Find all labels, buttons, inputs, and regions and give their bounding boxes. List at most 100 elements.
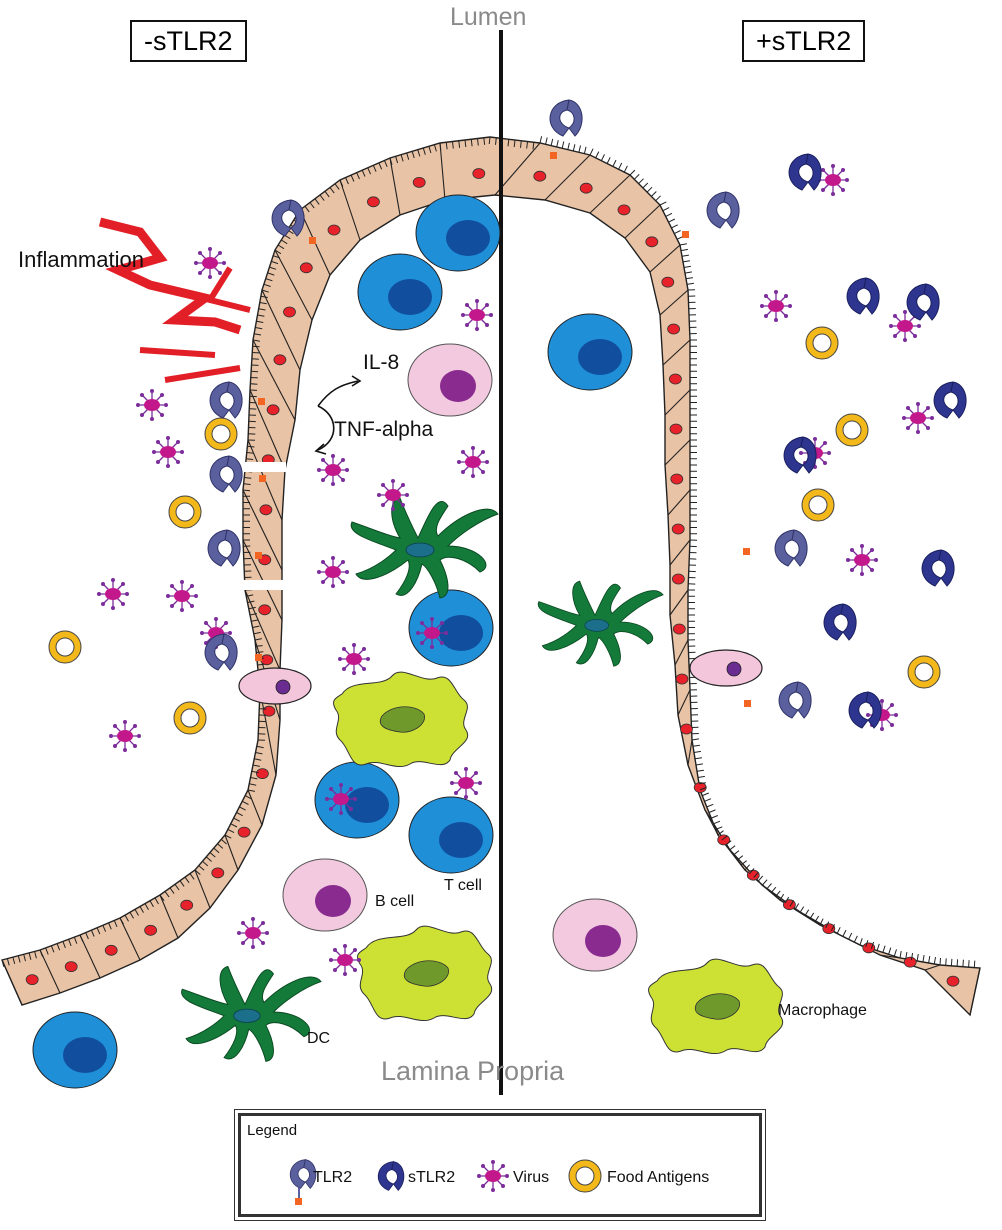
food-antigen — [173, 701, 207, 735]
epithelial-nucleus — [661, 276, 675, 288]
t-cell — [32, 1011, 118, 1089]
goblet-cell — [689, 649, 763, 687]
epithelial-nucleus — [903, 956, 917, 968]
tlr2-anchor — [743, 548, 750, 555]
virus — [328, 943, 362, 977]
virus — [376, 478, 410, 512]
goblet-cell — [238, 667, 312, 705]
epithelial-cell-border — [669, 539, 691, 566]
epithelial-nucleus — [412, 176, 426, 188]
tlr2-anchor — [255, 552, 262, 559]
epithelial-cell-border — [969, 967, 981, 1016]
il8-label: IL-8 — [363, 351, 400, 374]
epithelial-nucleus — [366, 196, 380, 208]
epithelial-cell-border — [247, 789, 263, 826]
legend-label-tlr2: TLR2 — [313, 1169, 353, 1186]
epithelial-cell-border — [649, 244, 681, 273]
stlr2-molecule — [848, 691, 882, 729]
inflammation-bolt — [98, 217, 242, 335]
epithelial-cell-border — [259, 689, 277, 776]
il8-arrow — [317, 380, 359, 407]
epithelial-cell-border — [664, 389, 691, 416]
epithelial-cell-border — [667, 489, 691, 516]
tnf-alpha-label: TNF-alpha — [334, 418, 434, 441]
epithelial-nucleus — [104, 944, 118, 956]
t-cell — [408, 589, 494, 667]
epithelial-nucleus — [64, 961, 78, 972]
stlr2-molecule — [921, 549, 955, 587]
epithelial-nucleus — [262, 705, 276, 717]
food-antigen — [805, 326, 839, 360]
epithelial-cell-border — [664, 439, 691, 466]
b-cell-label: B cell — [375, 893, 415, 910]
epithelial-nucleus — [258, 604, 272, 616]
dendritic-cell — [350, 497, 499, 599]
virus — [316, 453, 350, 487]
epithelial-nucleus — [237, 826, 251, 838]
tlr2-anchor — [255, 654, 262, 661]
epithelial-cell-border — [677, 689, 691, 716]
t-cell — [547, 313, 633, 391]
epithelial-cell-border — [119, 917, 141, 961]
virus — [460, 298, 494, 332]
epithelial-nucleus — [946, 975, 960, 987]
goblet-cell-nucleus — [726, 661, 742, 677]
epithelial-nucleus — [645, 236, 659, 248]
epithelial-cell-border — [879, 954, 901, 959]
food-antigen-icon — [568, 1159, 602, 1193]
epithelial-cell-border — [244, 589, 281, 671]
dendritic-cell — [181, 965, 322, 1062]
title-without-stlr2: -sTLR2 — [130, 20, 247, 62]
inflammation-label: Inflammation — [18, 247, 144, 272]
epithelial-nucleus — [746, 869, 760, 881]
virus — [151, 435, 185, 469]
stlr2-molecule — [846, 277, 880, 315]
macrophage-label: Macrophage — [778, 1002, 867, 1019]
inflammation-strokes — [139, 266, 251, 383]
virus — [316, 555, 350, 589]
tlr2-receptor — [207, 529, 241, 567]
lumen-label: Lumen — [450, 3, 527, 31]
epithelial-nucleus — [255, 768, 269, 779]
epithelial-cell-border — [659, 289, 689, 316]
virus — [193, 246, 227, 280]
epithelial-nucleus — [25, 974, 39, 985]
epithelial-cell-border — [544, 154, 591, 201]
epithelial-nucleus — [273, 354, 287, 366]
epithelial-cell-border — [704, 809, 719, 836]
dendritic-cell — [537, 580, 664, 667]
virus — [415, 616, 449, 650]
epithelial-nucleus — [472, 168, 486, 179]
epithelial-nucleus — [672, 623, 686, 635]
virus — [901, 401, 935, 435]
t-cell — [357, 253, 443, 331]
stlr2-molecule — [788, 153, 822, 191]
il8-arrowhead — [351, 375, 362, 387]
tlr2-receptor — [549, 99, 583, 137]
epithelial-nucleus — [260, 654, 274, 666]
t-cell — [415, 194, 501, 272]
virus — [816, 163, 850, 197]
food-antigen — [907, 655, 941, 689]
tlr2-receptor — [271, 199, 305, 237]
b-cell — [552, 898, 638, 972]
stlr2-icon — [377, 1161, 405, 1191]
epithelium-band — [1, 136, 981, 1017]
virus — [456, 445, 490, 479]
epithelial-cell-border — [669, 589, 689, 616]
virus — [324, 782, 358, 816]
epithelial-nucleus — [144, 924, 158, 936]
epithelial-cell-border — [761, 884, 781, 901]
virus — [236, 916, 270, 950]
epithelial-nucleus — [670, 473, 684, 485]
epithelial-nucleus — [533, 170, 547, 182]
t-cell — [408, 796, 494, 874]
macrophage — [357, 925, 493, 1022]
epithelial-cell-border — [662, 339, 691, 366]
stlr2-molecule — [933, 381, 967, 419]
tlr2-anchor — [309, 237, 316, 244]
epithelial-cell-border — [249, 389, 286, 471]
epithelial-cell-border — [674, 639, 689, 666]
epithelial-cell-border — [274, 249, 313, 321]
